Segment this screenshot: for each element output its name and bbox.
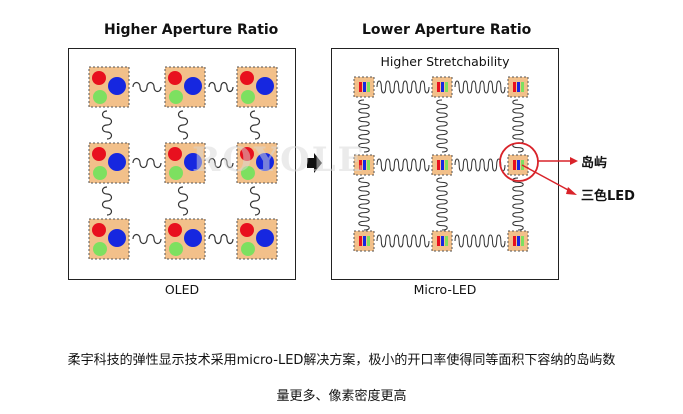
serpentine-interconnect xyxy=(454,80,506,94)
red-led xyxy=(437,82,440,92)
red-subpixel xyxy=(92,223,106,237)
serpentine-interconnect xyxy=(358,99,370,153)
red-led xyxy=(359,160,362,170)
blue-led xyxy=(517,236,520,246)
serpentine-interconnect xyxy=(436,177,448,231)
red-subpixel xyxy=(240,223,254,237)
green-led xyxy=(367,160,370,170)
serpentine-interconnect xyxy=(249,110,261,140)
red-led xyxy=(513,82,516,92)
description-line-2: 量更多、像素密度更高 xyxy=(276,389,407,404)
left-panel-caption: OLED xyxy=(164,282,200,297)
blue-subpixel xyxy=(184,229,202,247)
serpentine-interconnect xyxy=(101,110,113,140)
green-subpixel xyxy=(93,166,107,180)
oled-diagram xyxy=(88,66,278,260)
serpentine-interconnect xyxy=(512,177,524,231)
island-highlight-circle xyxy=(499,142,539,182)
serpentine-interconnect xyxy=(208,81,234,93)
serpentine-interconnect xyxy=(358,177,370,231)
blue-subpixel xyxy=(184,77,202,95)
blue-led xyxy=(441,82,444,92)
blue-led xyxy=(517,82,520,92)
blue-subpixel xyxy=(256,77,274,95)
right-panel-caption: Micro-LED xyxy=(413,282,477,297)
red-led xyxy=(513,236,516,246)
green-subpixel xyxy=(93,242,107,256)
green-led xyxy=(521,236,524,246)
green-subpixel xyxy=(241,242,255,256)
blue-subpixel xyxy=(184,153,202,171)
green-subpixel xyxy=(169,242,183,256)
blue-led xyxy=(441,236,444,246)
green-subpixel xyxy=(241,90,255,104)
blue-led xyxy=(441,160,444,170)
callout-line-led xyxy=(521,164,571,192)
callout-island-label: 岛屿 xyxy=(581,156,608,171)
callout-rgb-led-label: 三色LED xyxy=(581,189,635,204)
red-led xyxy=(437,236,440,246)
green-subpixel xyxy=(169,90,183,104)
right-panel-title: Lower Aperture Ratio xyxy=(362,22,532,38)
serpentine-interconnect xyxy=(249,186,261,216)
green-subpixel xyxy=(93,90,107,104)
arrow-right-icon xyxy=(307,153,322,173)
micro-led-diagram: Higher Stretchability xyxy=(353,54,529,252)
red-led xyxy=(359,236,362,246)
blue-subpixel xyxy=(108,77,126,95)
red-led xyxy=(513,160,516,170)
red-subpixel xyxy=(240,71,254,85)
watermark-logo: ROYOLE xyxy=(192,140,366,180)
green-led xyxy=(445,82,448,92)
serpentine-interconnect xyxy=(376,80,430,94)
callout-arrow-island-icon xyxy=(570,157,578,165)
red-led xyxy=(359,82,362,92)
right-panel-subtitle: Higher Stretchability xyxy=(381,54,511,69)
green-led xyxy=(367,82,370,92)
blue-subpixel xyxy=(256,153,274,171)
serpentine-interconnect xyxy=(454,234,506,248)
green-led xyxy=(367,236,370,246)
red-subpixel xyxy=(92,71,106,85)
blue-subpixel xyxy=(108,153,126,171)
green-led xyxy=(521,82,524,92)
blue-led xyxy=(363,82,366,92)
red-subpixel xyxy=(168,147,182,161)
blue-led xyxy=(363,160,366,170)
green-led xyxy=(445,236,448,246)
blue-subpixel xyxy=(108,229,126,247)
left-panel-title: Higher Aperture Ratio xyxy=(104,22,279,38)
serpentine-interconnect xyxy=(177,186,189,216)
serpentine-interconnect xyxy=(132,157,162,169)
serpentine-interconnect xyxy=(208,157,234,169)
serpentine-interconnect xyxy=(376,158,430,172)
serpentine-interconnect xyxy=(101,186,113,216)
blue-led xyxy=(363,236,366,246)
serpentine-interconnect xyxy=(376,234,430,248)
oled-panel xyxy=(68,48,296,280)
red-subpixel xyxy=(240,147,254,161)
blue-subpixel xyxy=(256,229,274,247)
description-line-1: 柔宇科技的弹性显示技术采用micro-LED解决方案，极小的开口率使得同等面积下… xyxy=(67,353,616,368)
serpentine-interconnect xyxy=(132,233,162,245)
green-subpixel xyxy=(169,166,183,180)
serpentine-interconnect xyxy=(177,110,189,140)
blue-led xyxy=(517,160,520,170)
serpentine-interconnect xyxy=(132,81,162,93)
callout-lines xyxy=(499,142,578,195)
serpentine-interconnect xyxy=(208,233,234,245)
callout-arrow-led-icon xyxy=(566,187,577,195)
red-subpixel xyxy=(168,223,182,237)
serpentine-interconnect xyxy=(454,158,506,172)
serpentine-interconnect xyxy=(436,99,448,153)
green-subpixel xyxy=(241,166,255,180)
micro-led-panel: Higher Stretchability xyxy=(331,48,559,280)
red-subpixel xyxy=(168,71,182,85)
red-subpixel xyxy=(92,147,106,161)
red-led xyxy=(437,160,440,170)
green-led xyxy=(445,160,448,170)
